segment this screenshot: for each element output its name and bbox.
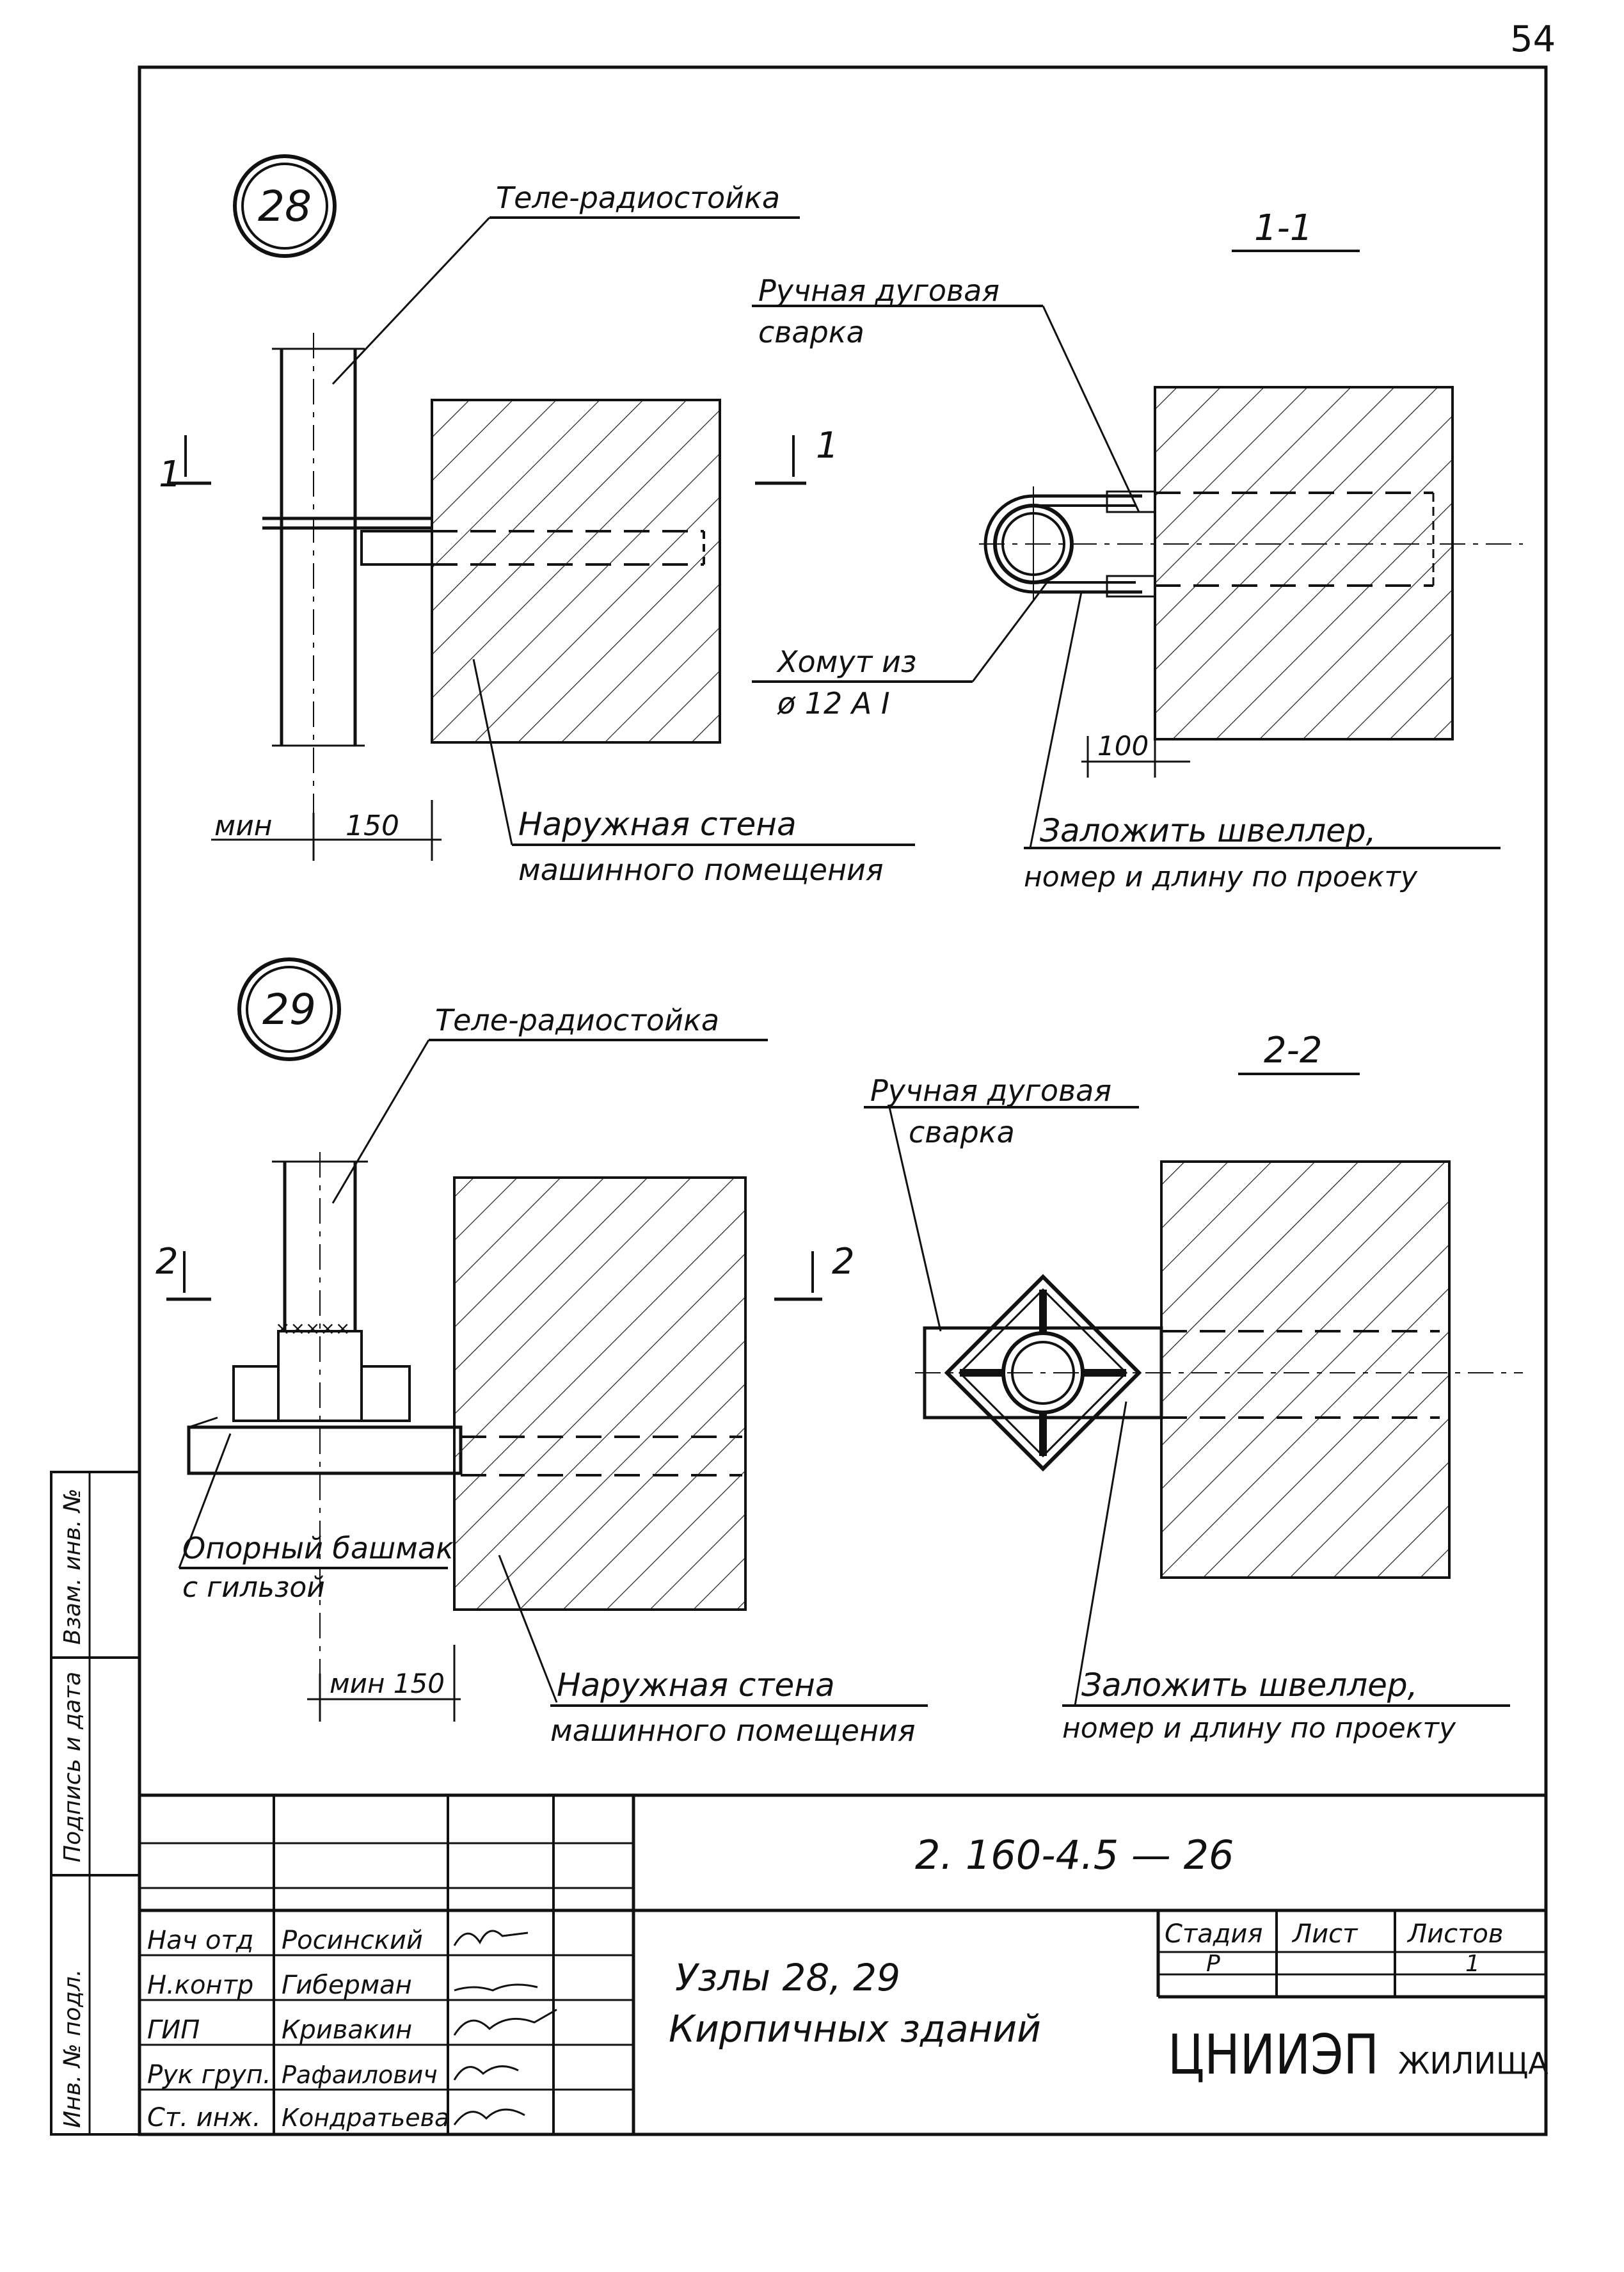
page-number: 54: [1510, 19, 1556, 60]
name-1: Гиберман: [282, 1971, 412, 2000]
node-29-section-label: 2-2: [1264, 1030, 1322, 1071]
node-29-cut-left: 2: [155, 1241, 179, 1283]
name-2: Кривакин: [282, 2015, 412, 2045]
side-stamp-inv: Инв. № подл.: [60, 1969, 86, 2128]
node-29-stand-label: Теле-радиостойка: [435, 1003, 719, 1037]
node-29: 29 Теле-радиостойка ××××× 2 2 Опорный ба…: [155, 957, 1523, 1748]
node-28-number: 28: [258, 182, 312, 231]
role-1: Н.контр: [147, 1971, 253, 2000]
node-29-section-wall: [1161, 1162, 1449, 1578]
node-29-wall: [454, 1178, 745, 1610]
signature-2: [453, 2008, 557, 2036]
node-28-circle: [233, 154, 337, 258]
name-3: Рафаилович: [282, 2061, 438, 2089]
node-28-clamp-line2: ø 12 А I: [777, 686, 890, 721]
role-4: Ст. инж.: [147, 2103, 261, 2132]
sheets-header: Листов: [1406, 1919, 1503, 1949]
side-stamp-sign: Подпись и дата: [60, 1672, 86, 1862]
stage-header: Стадия: [1165, 1919, 1262, 1949]
role-3: Рук груп.: [147, 2060, 271, 2090]
org-sub: ЖИЛИЩА: [1398, 2046, 1548, 2081]
node-28-cut-left: 1: [159, 454, 182, 495]
signature-1: [454, 1983, 538, 1992]
node-28-wall: [432, 400, 720, 742]
node-29-number: 29: [262, 985, 316, 1034]
node-28-weld-line1: Ручная дуговая: [758, 273, 999, 308]
node-28-section-wall: [1155, 387, 1453, 739]
node-28-dim-100: 100: [1097, 730, 1149, 762]
role-2: ГИП: [147, 2015, 200, 2045]
svg-text:×××××: ×××××: [275, 1318, 350, 1339]
stage-value: Р: [1206, 1951, 1220, 1977]
node-29-wall-line1: Наружная стена: [557, 1667, 835, 1704]
node-28-section-label: 1-1: [1254, 207, 1312, 249]
name-4: Кондратьева: [282, 2104, 449, 2132]
node-28-clamp-line1: Хомут из: [776, 644, 916, 679]
node-28-channel-line1: Заложить швеллер,: [1040, 812, 1376, 849]
title-line2: Кирпичных зданий: [669, 2007, 1041, 2051]
node-29-wall-line2: машинного помещения: [550, 1713, 916, 1748]
node-28-wall-line2: машинного помещения: [518, 852, 884, 887]
name-0: Росинский: [282, 1926, 423, 1955]
node-29-channel-line2: номер и длину по проекту: [1062, 1712, 1456, 1745]
node-28-channel-line2: номер и длину по проекту: [1024, 861, 1418, 893]
node-29-shoe-line2: с гильзой: [182, 1571, 325, 1604]
node-28-wall-line1: Наружная стена: [518, 806, 797, 843]
node-28-dim-min: мин: [214, 810, 273, 842]
sheet-header: Лист: [1291, 1919, 1358, 1949]
node-28-weld-line2: сварка: [758, 315, 864, 349]
side-stamp: Инв. № подл. Подпись и дата Взам. инв. №: [50, 1471, 141, 2136]
role-0: Нач отд: [147, 1926, 253, 1955]
node-29-weld-line2: сварка: [909, 1115, 1015, 1149]
signature-0: [453, 1930, 529, 1946]
node-29-weld-line1: Ручная дуговая: [870, 1073, 1111, 1108]
signature-4: [453, 2108, 525, 2125]
node-28-stand-label: Теле-радиостойка: [496, 180, 780, 215]
node-28-cut-right: 1: [816, 425, 839, 467]
node-29-channel-line1: Заложить швеллер,: [1081, 1667, 1418, 1704]
node-28: 28 Теле-радиостойка 1 1 мин 150: [159, 154, 1523, 893]
node-29-shoe-line1: Опорный башмак: [182, 1531, 454, 1565]
node-28-dim-150: 150: [346, 810, 399, 842]
node-29-circle: [237, 957, 341, 1061]
title-line1: Узлы 28, 29: [675, 1956, 900, 1999]
side-stamp-replace: Взам. инв. №: [60, 1489, 86, 1645]
sheet-frame: [138, 65, 1548, 2136]
org-main: ЦНИИЭП: [1168, 2023, 1379, 2087]
node-29-cut-right: 2: [832, 1241, 855, 1283]
signature-3: [453, 2065, 519, 2081]
node-29-dim-min150: мин 150: [330, 1668, 445, 1699]
sheets-value: 1: [1465, 1951, 1480, 1977]
title-block: Нач отд Н.контр ГИП Рук груп. Ст. инж. Р…: [139, 1793, 1548, 2134]
doc-code: 2. 160-4.5 — 26: [915, 1832, 1234, 1878]
